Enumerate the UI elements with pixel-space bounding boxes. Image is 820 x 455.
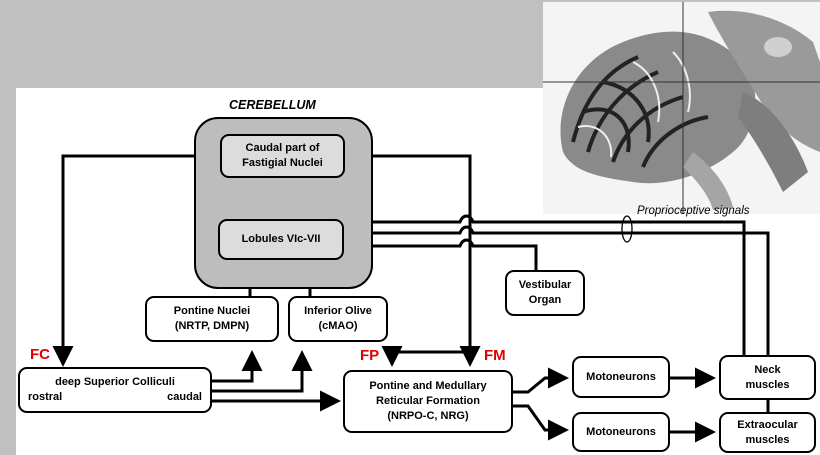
node-colliculi-rostral: rostral bbox=[28, 391, 63, 403]
node-lobules-label: Lobules VIc-VII bbox=[241, 233, 321, 245]
node-colliculi-line1: deep Superior Colliculi bbox=[55, 376, 175, 388]
node-moto2-label: Motoneurons bbox=[586, 425, 656, 438]
node-extraocular-line2: muscles bbox=[745, 433, 790, 446]
node-colliculi-caudal: caudal bbox=[167, 391, 202, 403]
node-colliculi-row: rostral caudal bbox=[20, 390, 210, 405]
node-olive-line2: (cMAO) bbox=[318, 320, 358, 332]
node-moto1-label: Motoneurons bbox=[586, 370, 656, 383]
node-superior-colliculi: deep Superior Colliculi rostral caudal bbox=[18, 367, 212, 413]
node-extraocular-line1: Extraocular bbox=[737, 418, 798, 431]
node-pontine-nuclei: Pontine Nuclei (NRTP, DMPN) bbox=[145, 296, 279, 342]
node-neck-muscles: Neck muscles bbox=[719, 355, 816, 400]
node-olive-line1: Inferior Olive bbox=[304, 305, 372, 317]
node-extraocular-muscles: Extraocular muscles bbox=[719, 412, 816, 453]
node-inferior-olive: Inferior Olive (cMAO) bbox=[288, 296, 388, 342]
node-vestibular-line2: Organ bbox=[528, 294, 562, 306]
label-fp: FP bbox=[360, 347, 380, 364]
label-fm: FM bbox=[484, 347, 506, 364]
node-neck-line2: muscles bbox=[745, 378, 790, 391]
node-vestibular-organ: Vestibular Organ bbox=[505, 270, 585, 316]
node-reticular-line1: Pontine and Medullary bbox=[369, 380, 487, 392]
node-vestibular-line1: Vestibular bbox=[518, 279, 572, 291]
node-reticular-line2: Reticular Formation bbox=[376, 395, 480, 407]
proprioceptive-label: Proprioceptive signals bbox=[637, 205, 750, 217]
cerebellum-title: CEREBELLUM bbox=[229, 98, 316, 112]
node-reticular-line3: (NRPO-C, NRG) bbox=[387, 410, 469, 422]
node-lobules: Lobules VIc-VII bbox=[218, 219, 344, 260]
node-pontine-line1: Pontine Nuclei bbox=[173, 305, 251, 317]
node-neck-line1: Neck bbox=[754, 363, 781, 376]
node-motoneurons-1: Motoneurons bbox=[572, 356, 670, 398]
node-fastigial-line2: Fastigial Nuclei bbox=[242, 157, 323, 169]
node-fastigial-line1: Caudal part of bbox=[245, 142, 320, 154]
node-fastigial-nuclei: Caudal part of Fastigial Nuclei bbox=[220, 134, 345, 178]
node-pontine-line2: (NRTP, DMPN) bbox=[174, 320, 250, 332]
cerebellum-section-image bbox=[543, 2, 820, 214]
node-motoneurons-2: Motoneurons bbox=[572, 412, 670, 452]
label-fc: FC bbox=[30, 346, 50, 363]
node-reticular-formation: Pontine and Medullary Reticular Formatio… bbox=[343, 370, 513, 433]
